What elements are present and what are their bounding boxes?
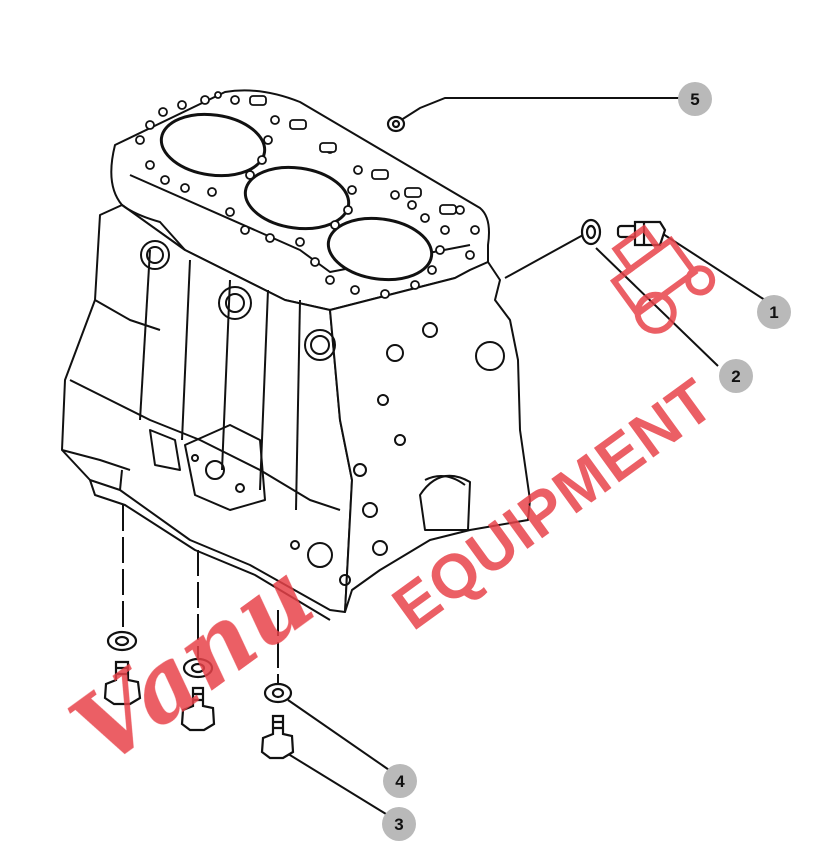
cylinder-bore-1: [159, 112, 267, 178]
callout-1-label: 1: [769, 303, 778, 322]
callout-5[interactable]: 5: [678, 82, 712, 116]
callout-2-label: 2: [731, 367, 740, 386]
cylinder-bores: [159, 112, 434, 282]
callout-1[interactable]: 1: [757, 295, 791, 329]
tractor-icon: [609, 224, 716, 334]
leader-line-3: [284, 751, 387, 815]
plug-part-5: [386, 115, 406, 133]
leader-line-5: [397, 97, 682, 123]
leader-line-4: [287, 699, 393, 773]
washer-part-2: [580, 218, 602, 246]
leader-line-2b: [504, 234, 584, 279]
callout-2[interactable]: 2: [719, 359, 753, 393]
deck-holes: [135, 91, 480, 299]
callout-3[interactable]: 3: [382, 807, 416, 841]
leader-line-1: [659, 231, 769, 303]
leader-lines: [122, 97, 769, 815]
bottom-fasteners: [103, 630, 295, 760]
callout-3-label: 3: [394, 815, 403, 834]
leader-line-2: [595, 247, 719, 367]
callout-4-label: 4: [395, 772, 405, 791]
cylinder-bore-3: [326, 216, 434, 282]
callout-4[interactable]: 4: [383, 764, 417, 798]
callout-5-label: 5: [690, 90, 699, 109]
